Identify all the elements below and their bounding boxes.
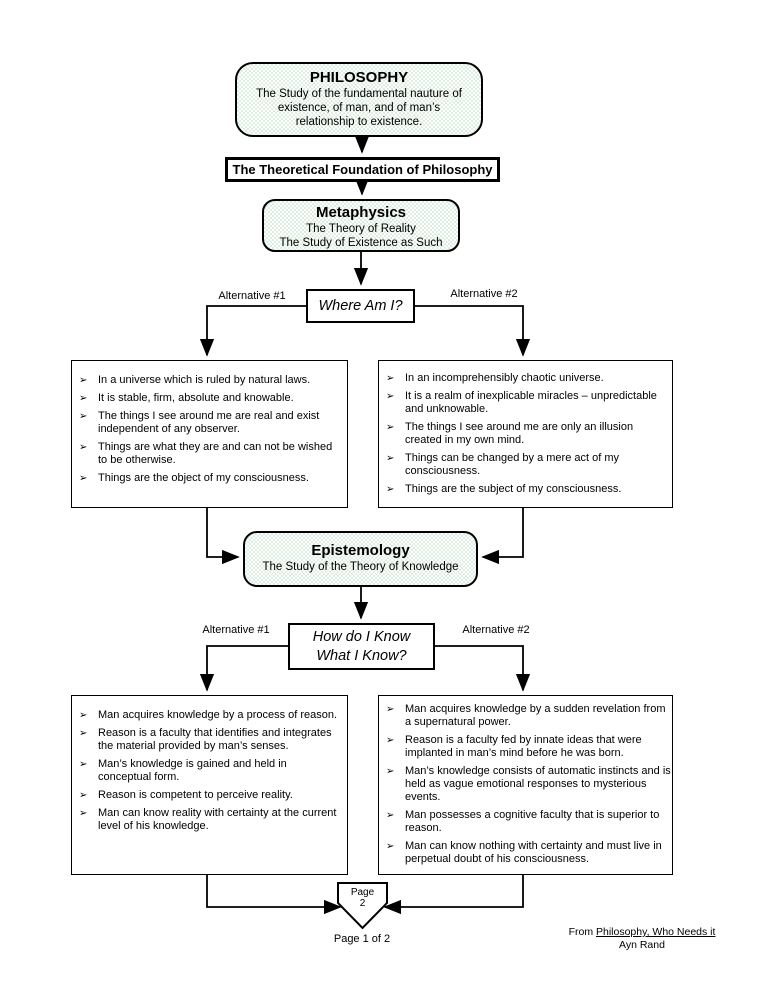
- connector-alt2-nextpage: [383, 875, 524, 915]
- bullet-item: It is a realm of inexplicable miracles –…: [379, 390, 669, 416]
- foundation-node: The Theoretical Foundation of Philosophy: [225, 157, 500, 182]
- bullet-item: Man can know reality with certainty at t…: [72, 807, 341, 833]
- philosophy-title: PHILOSOPHY: [309, 69, 409, 86]
- epistemology-alt2-box: Man acquires knowledge by a sudden revel…: [378, 695, 673, 875]
- next-page-word: Page: [350, 887, 375, 898]
- bullet-item: Man acquires knowledge by a sudden revel…: [379, 703, 671, 729]
- philosophy-line: existence, of man, and of man’s: [277, 102, 441, 114]
- bullet-item: Man’s knowledge consists of automatic in…: [379, 765, 671, 804]
- epistemology-alt1-box: Man acquires knowledge by a process of r…: [71, 695, 348, 875]
- attribution-source-line: From Philosophy, Who Needs it: [556, 926, 728, 939]
- attribution-title: Philosophy, Who Needs it: [595, 926, 716, 938]
- next-page-number: 2: [359, 898, 366, 909]
- attribution-author: Ayn Rand: [619, 939, 665, 951]
- connector-where-alt2: [415, 305, 531, 357]
- metaphysics-alt1-list: In a universe which is ruled by natural …: [72, 374, 341, 485]
- metaphysics-node: Metaphysics The Theory of Reality The St…: [262, 199, 460, 252]
- bullet-item: In an incomprehensibly chaotic universe.: [379, 372, 669, 385]
- bullet-item: The things I see around me are real and …: [72, 410, 341, 436]
- epistemology-title: Epistemology: [311, 542, 410, 559]
- philosophy-node: PHILOSOPHY The Study of the fundamental …: [235, 62, 483, 137]
- bullet-item: Reason is a faculty that identifies and …: [72, 727, 341, 753]
- how-question-node: How do I Know What I Know?: [288, 623, 435, 670]
- bullet-item: The things I see around me are only an i…: [379, 421, 669, 447]
- epistemology-node: Epistemology The Study of the Theory of …: [243, 531, 478, 587]
- where-alternative-2-label: Alternative #2: [450, 288, 518, 300]
- connector-alt1-nextpage: [206, 875, 342, 915]
- metaphysics-line: The Study of Existence as Such: [279, 237, 443, 249]
- bullet-item: Things are the subject of my consciousne…: [379, 483, 669, 496]
- metaphysics-alt2-list: In an incomprehensibly chaotic universe.…: [379, 372, 669, 496]
- epistemology-alt2-list: Man acquires knowledge by a sudden revel…: [379, 703, 671, 866]
- bullet-item: In a universe which is ruled by natural …: [72, 374, 341, 387]
- bullet-item: Things are what they are and can not be …: [72, 441, 341, 467]
- attribution-prefix: From: [568, 926, 594, 938]
- where-alternative-1-label: Alternative #1: [218, 290, 286, 302]
- philosophy-line: relationship to existence.: [295, 116, 423, 128]
- bullet-item: Reason is competent to perceive reality.: [72, 789, 341, 802]
- connector-alt2-epistemology: [481, 508, 524, 565]
- where-question-node: Where Am I?: [306, 289, 415, 323]
- metaphysics-alt2-box: In an incomprehensibly chaotic universe.…: [378, 360, 673, 508]
- next-page-shape: [337, 882, 388, 930]
- metaphysics-alt1-box: In a universe which is ruled by natural …: [71, 360, 348, 508]
- connector-alt1-epistemology: [206, 508, 240, 565]
- bullet-item: Things can be changed by a mere act of m…: [379, 452, 669, 478]
- connector-how-alt1: [199, 645, 288, 692]
- how-question-line: How do I Know: [312, 629, 411, 645]
- metaphysics-line: The Theory of Reality: [306, 223, 416, 235]
- bullet-item: Man can know nothing with certainty and …: [379, 840, 671, 866]
- attribution: From Philosophy, Who Needs it Ayn Rand: [556, 926, 728, 952]
- connector-where-alt1: [199, 305, 306, 357]
- epistemology-line: The Study of the Theory of Knowledge: [262, 561, 459, 573]
- connector-how-alt2: [435, 645, 531, 692]
- metaphysics-title: Metaphysics: [315, 204, 407, 221]
- how-alternative-1-label: Alternative #1: [202, 624, 270, 636]
- bullet-item: Things are the object of my consciousnes…: [72, 472, 341, 485]
- bullet-item: Reason is a faculty fed by innate ideas …: [379, 734, 671, 760]
- next-page-shape-label: Page 2: [338, 887, 387, 909]
- how-question-line: What I Know?: [316, 648, 407, 664]
- bullet-item: Man’s knowledge is gained and held in co…: [72, 758, 341, 784]
- epistemology-alt1-list: Man acquires knowledge by a process of r…: [72, 709, 341, 833]
- page-number-label: Page 1 of 2: [333, 933, 391, 945]
- bullet-item: Man possesses a cognitive faculty that i…: [379, 809, 671, 835]
- bullet-item: Man acquires knowledge by a process of r…: [72, 709, 341, 722]
- bullet-item: It is stable, firm, absolute and knowabl…: [72, 392, 341, 405]
- philosophy-line: The Study of the fundamental nauture of: [256, 88, 462, 100]
- how-alternative-2-label: Alternative #2: [462, 624, 530, 636]
